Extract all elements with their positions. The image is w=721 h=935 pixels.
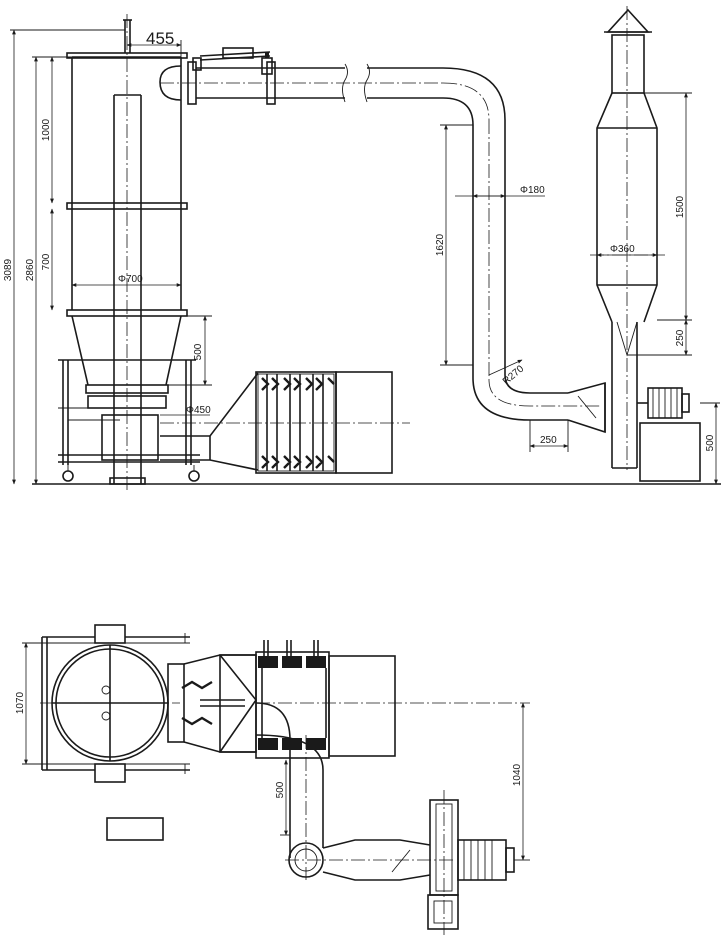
dim-separator-diameter: Φ360: [610, 244, 635, 255]
dim-plan-width: 1070: [15, 691, 26, 714]
plan-frame: [41, 624, 190, 783]
front-view: 455 3089 2860 1000 700 500 Φ700 Φ450 162…: [3, 6, 721, 490]
dim-upper-section: 1000: [41, 118, 52, 141]
dim-overall-height: 3089: [3, 258, 14, 281]
heater-coils: [261, 374, 335, 471]
plan-inlet-duct: [167, 654, 257, 753]
dim-separator-cone: 250: [675, 329, 686, 346]
dim-top-offset: 455: [146, 29, 174, 48]
dim-inlet-diameter: Φ450: [186, 405, 211, 416]
plan-note-box: [106, 817, 164, 841]
dim-column-height: 2860: [25, 258, 36, 281]
plan-cyclone-circle: [40, 644, 180, 762]
dim-plan-duct-length: 500: [275, 781, 286, 798]
dim-fan-base: 500: [705, 434, 716, 451]
dim-fan-run: 250: [540, 435, 557, 446]
cyclone-column: [58, 14, 200, 490]
plan-fan-motor: [427, 790, 515, 935]
dim-cyclone-diameter: Φ700: [118, 274, 143, 285]
dim-pipe-vertical: 1620: [435, 233, 446, 256]
front-dimension-lines: [10, 29, 720, 485]
plan-dimension-lines: [22, 642, 530, 861]
transfer-pipe: [442, 67, 606, 434]
plan-pipe: [255, 702, 455, 881]
separator-column: [590, 6, 665, 470]
dim-pipe-diameter: Φ180: [520, 185, 545, 196]
top-duct: [159, 47, 445, 105]
dim-middle-section: 700: [41, 253, 52, 270]
plan-heater: [255, 640, 530, 759]
fan-motor: [637, 387, 701, 482]
dim-plan-offset: 1040: [512, 763, 523, 786]
plan-view: 1070 500 1040: [15, 624, 530, 935]
dim-separator-body: 1500: [675, 195, 686, 218]
dim-cone-section: 500: [193, 343, 204, 360]
air-heater: [160, 371, 410, 474]
